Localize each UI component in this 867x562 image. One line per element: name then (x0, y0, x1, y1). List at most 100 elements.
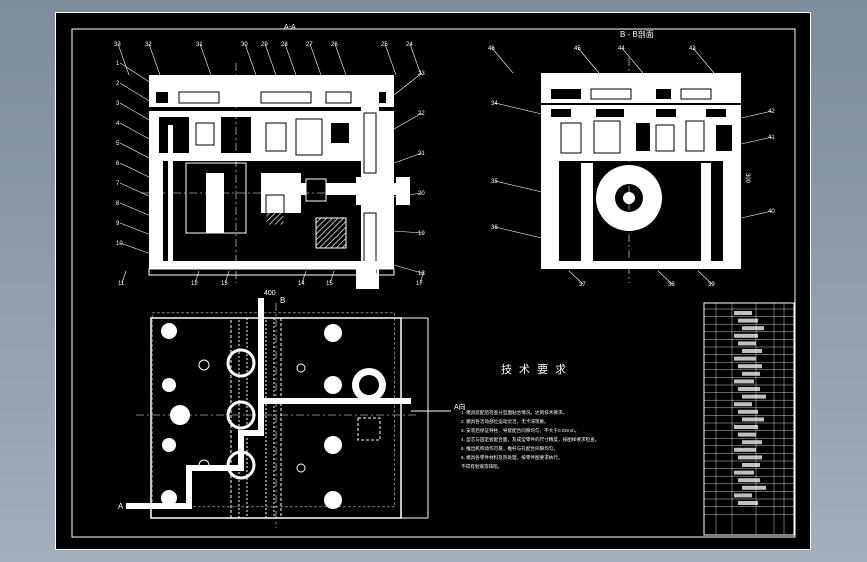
balloon-leader (329, 270, 335, 284)
tech-line-4: 4. 型芯与固定板配合面，及成型零件的尺寸精度，按图样要求检查。 (461, 436, 599, 443)
balloon-15: 15 (326, 281, 333, 287)
technical-requirements: 技 术 要 求 1. 模具装配后检查分型面贴合情况，达到技术要求。 2. 模具各… (461, 363, 599, 470)
balloon-39: 39 (708, 282, 715, 288)
balloon-leader (148, 43, 161, 76)
balloon-29: 29 (261, 42, 268, 48)
balloon-24: 24 (406, 42, 413, 48)
balloon-leader (740, 136, 773, 145)
title-block-entry (734, 333, 758, 338)
tech-title: 技 术 要 求 (501, 363, 568, 376)
title-block-entry (734, 470, 754, 475)
balloon-20: 20 (418, 191, 425, 197)
balloon-1: 1 (116, 61, 120, 67)
balloon-10: 10 (116, 241, 123, 247)
balloon-leader (494, 102, 547, 116)
balloon-2: 2 (116, 81, 120, 87)
title-block-entry (742, 326, 764, 331)
balloon-leader (393, 192, 423, 198)
title-block-entry (738, 409, 758, 414)
balloon-leader (119, 122, 152, 141)
title-block-entry (738, 318, 758, 323)
balloon-4: 4 (116, 121, 120, 127)
title-block-entry (738, 387, 760, 391)
title-block-entry (742, 440, 762, 445)
title-block-entry (738, 478, 760, 483)
drawing-canvas[interactable]: 3332313029282726252412345678910111213141… (56, 13, 812, 551)
balloon-11: 11 (118, 281, 125, 287)
balloon-32: 32 (145, 42, 152, 48)
front-section-view (141, 63, 410, 289)
balloon-28: 28 (281, 42, 288, 48)
balloon-leader (119, 142, 152, 160)
balloon-leader (119, 202, 152, 217)
balloon-leader (409, 43, 422, 76)
balloon-44: 44 (618, 46, 625, 52)
title-block-entry (742, 371, 760, 376)
balloon-36: 36 (491, 225, 498, 231)
balloon-35: 35 (491, 179, 498, 185)
balloon-30: 30 (241, 42, 248, 48)
title-block-entry (738, 501, 758, 505)
balloon-leader (740, 210, 773, 219)
section-mark-a-right: A向 (454, 402, 466, 411)
balloon-leader (301, 270, 307, 284)
title-block-entry (738, 341, 756, 346)
balloon-leader (393, 230, 423, 234)
title-block-entry (738, 432, 756, 437)
balloon-leader (491, 47, 514, 74)
balloon-leader (393, 72, 423, 96)
right-view-title: B - B剖面 (620, 29, 654, 39)
tech-line-1: 1. 模具装配后检查分型面贴合情况，达到技术要求。 (461, 409, 567, 416)
balloon-3: 3 (116, 101, 120, 107)
balloon-leader (740, 110, 773, 119)
balloon-40: 40 (768, 209, 775, 215)
balloon-23: 23 (418, 71, 425, 77)
balloon-19: 19 (418, 231, 425, 237)
balloon-25: 25 (381, 42, 388, 48)
balloon-leader (224, 270, 230, 284)
balloon-17: 17 (416, 281, 423, 287)
balloon-leader (119, 182, 152, 198)
title-block-entry (738, 455, 762, 460)
section-mark-b: B (280, 296, 285, 305)
balloon-13: 13 (221, 281, 228, 287)
balloon-leader (121, 270, 127, 284)
balloon-leader (284, 43, 297, 76)
balloon-18: 18 (418, 271, 425, 277)
balloon-leader (119, 222, 152, 236)
tech-line-6: 6. 模具各零件材料及热处理，按零件图要求执行。 (461, 454, 563, 461)
balloon-22: 22 (418, 111, 425, 117)
balloon-27: 27 (306, 42, 313, 48)
balloon-leader (334, 43, 347, 76)
balloon-14: 14 (298, 281, 305, 287)
balloon-leader (393, 152, 423, 164)
title-block-entry (734, 402, 752, 407)
title-block-entry (734, 311, 752, 315)
balloon-leader (657, 270, 673, 285)
dimension-mark: 300 (744, 173, 750, 184)
balloon-43: 43 (689, 46, 696, 52)
title-block-entry (734, 447, 756, 452)
balloon-leader (119, 102, 152, 122)
balloon-37: 37 (579, 282, 586, 288)
title-block-entry (734, 379, 754, 384)
balloon-38: 38 (668, 282, 675, 288)
balloon-42: 42 (768, 109, 775, 115)
balloon-16: 16 (356, 281, 363, 287)
dimension-400: 400 (264, 290, 276, 297)
balloon-leader (419, 270, 425, 284)
balloon-leader (194, 270, 200, 284)
balloon-21: 21 (418, 151, 425, 157)
balloon-leader (393, 112, 423, 130)
balloon-8: 8 (116, 201, 120, 207)
title-block-entry (738, 364, 762, 369)
balloon-leader (697, 270, 713, 285)
balloon-7: 7 (116, 181, 120, 187)
balloon-leader (264, 43, 277, 76)
title-block-entry (734, 425, 758, 429)
inner-frame (71, 28, 796, 538)
balloon-leader (119, 242, 152, 255)
